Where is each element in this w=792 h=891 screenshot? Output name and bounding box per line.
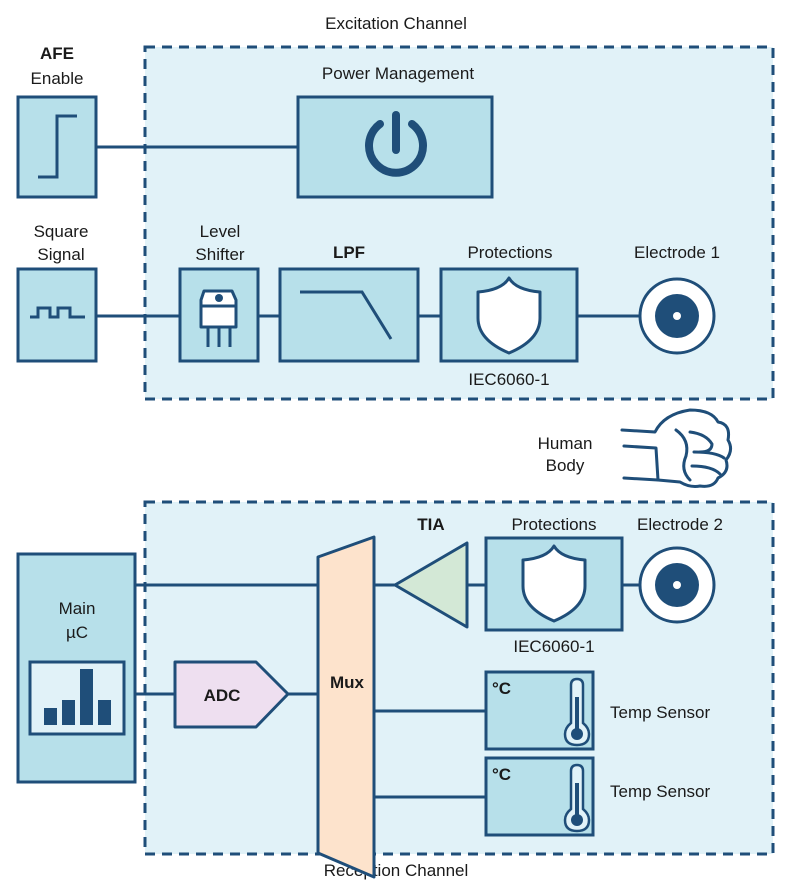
bar-chart-icon xyxy=(44,669,111,725)
electrode-2-label: Electrode 2 xyxy=(637,515,723,534)
electrode-2: Electrode 2 xyxy=(637,515,723,624)
temp-sensor-2-unit: °C xyxy=(492,765,511,784)
temp-sensor-1: °C Temp Sensor xyxy=(484,670,710,751)
afe-enable-label-1: AFE xyxy=(40,44,74,63)
adc-label: ADC xyxy=(204,686,241,705)
mux-label: Mux xyxy=(330,673,365,692)
afe-enable-block: AFE Enable xyxy=(16,44,98,199)
lowpass-curve-icon xyxy=(300,290,393,340)
shield-icon xyxy=(521,544,587,623)
main-uc-label-1: Main xyxy=(59,599,96,618)
thermometer-icon xyxy=(563,763,591,833)
temp-sensor-2-label: Temp Sensor xyxy=(610,782,710,801)
power-icon xyxy=(365,111,427,177)
level-shifter-label-1: Level xyxy=(200,222,241,241)
main-uc-block: Main µC xyxy=(16,552,137,784)
tia-label: TIA xyxy=(417,515,444,534)
transistor-icon xyxy=(199,289,238,347)
level-shifter-block: Level Shifter xyxy=(178,222,260,363)
square-wave-icon xyxy=(30,306,85,319)
electrode-1: Electrode 1 xyxy=(634,243,720,355)
temp-sensor-2: °C Temp Sensor xyxy=(484,756,710,837)
electrode-icon xyxy=(638,277,716,355)
excitation-protections-standard: IEC6060-1 xyxy=(468,370,549,389)
human-body-label-2: Body xyxy=(546,456,585,475)
lpf-label: LPF xyxy=(333,243,365,262)
reception-protections-block: Protections IEC6060-1 xyxy=(484,515,624,656)
power-management-block: Power Management xyxy=(296,64,494,199)
thermometer-icon xyxy=(563,677,591,747)
electrode-icon xyxy=(638,546,716,624)
fist-icon xyxy=(620,408,733,488)
excitation-protections-block: Protections IEC6060-1 xyxy=(439,243,579,389)
tia-block: TIA xyxy=(393,515,469,629)
step-signal-icon xyxy=(38,114,77,179)
reception-protections-label: Protections xyxy=(511,515,596,534)
excitation-protections-label: Protections xyxy=(467,243,552,262)
square-signal-label-1: Square xyxy=(34,222,89,241)
adc-block: ADC xyxy=(173,660,290,729)
square-signal-label-2: Signal xyxy=(37,245,84,264)
temp-sensor-1-label: Temp Sensor xyxy=(610,703,710,722)
electrode-1-label: Electrode 1 xyxy=(634,243,720,262)
amplifier-triangle-icon xyxy=(393,541,469,629)
level-shifter-label-2: Shifter xyxy=(195,245,244,264)
main-uc-label-2: µC xyxy=(66,623,88,642)
human-body: Human Body xyxy=(538,408,733,488)
square-signal-block: Square Signal xyxy=(16,222,98,363)
power-management-label: Power Management xyxy=(322,64,474,83)
shield-icon xyxy=(476,276,542,355)
reception-protections-standard: IEC6060-1 xyxy=(513,637,594,656)
lpf-block: LPF xyxy=(278,243,420,363)
temp-sensor-1-unit: °C xyxy=(492,679,511,698)
excitation-channel-title: Excitation Channel xyxy=(325,14,467,33)
mux-block: Mux xyxy=(316,535,376,879)
human-body-label-1: Human xyxy=(538,434,593,453)
afe-enable-label-2: Enable xyxy=(31,69,84,88)
